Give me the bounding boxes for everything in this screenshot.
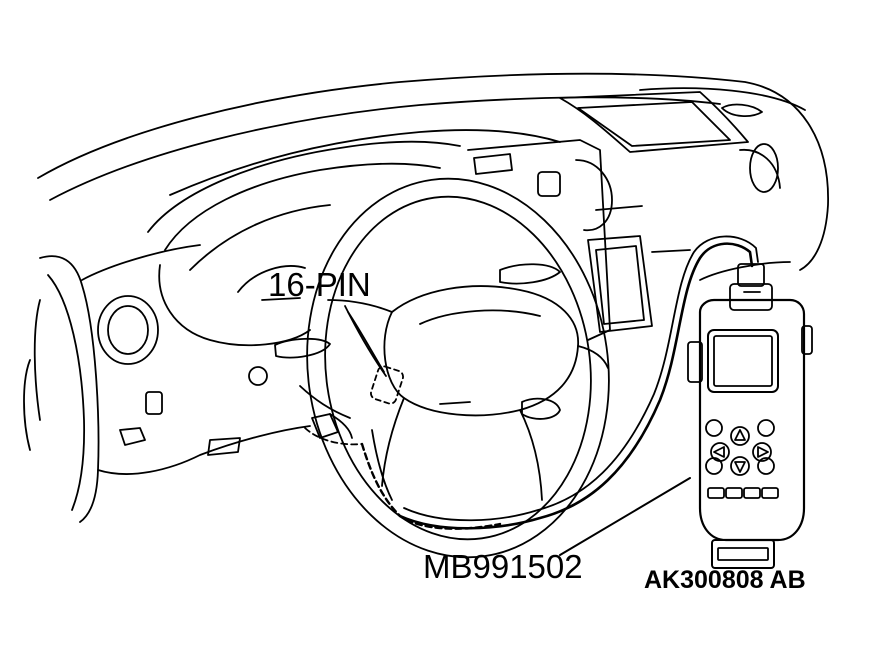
leader-16pin [347, 311, 385, 373]
tool-cable [398, 235, 759, 530]
dashboard-outline [23, 72, 829, 523]
steering-wheel [274, 177, 610, 559]
arrow-left-icon [710, 442, 730, 462]
scan-tool [687, 263, 813, 569]
arrow-up-icon [730, 426, 750, 446]
tool-label: MB991502 [423, 548, 583, 585]
diagnostic-connector [304, 305, 502, 530]
figure-code: AK300808 AB [644, 566, 806, 594]
arrow-down-icon [730, 456, 750, 476]
arrow-right-icon [752, 442, 772, 462]
leader-mb991502 [559, 477, 691, 556]
connector-label: 16-PIN [268, 266, 371, 303]
